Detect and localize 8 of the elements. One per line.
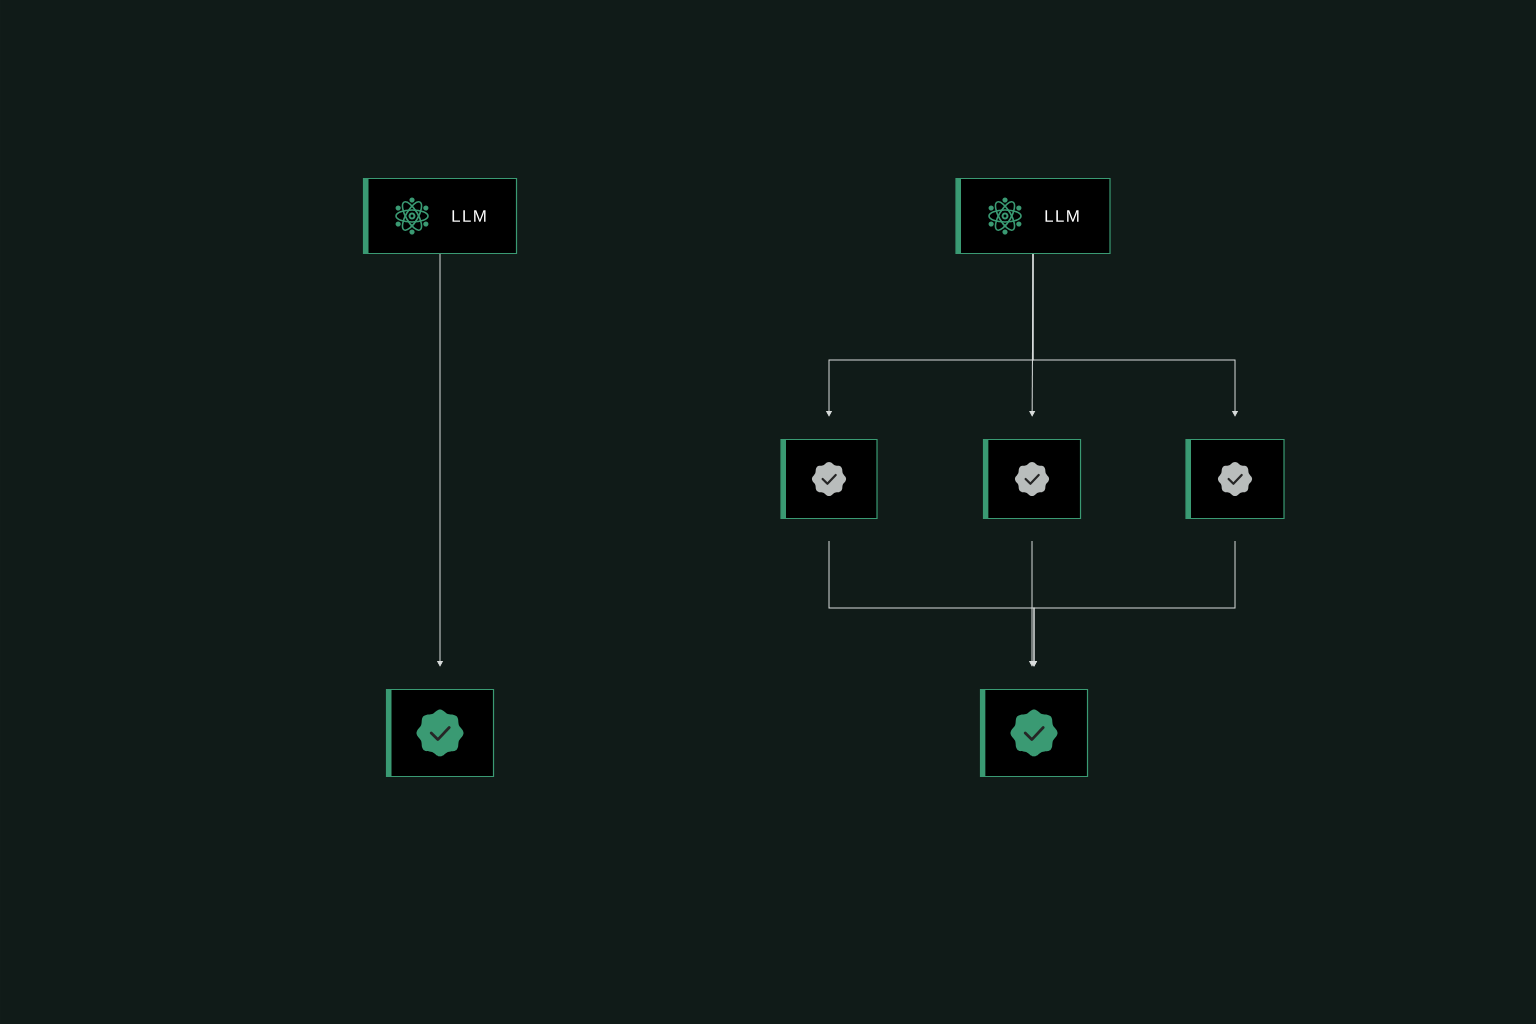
badge-box [1185,438,1285,520]
arrow [1032,253,1238,417]
llm-box: LLM [362,177,518,255]
arrow [437,253,443,667]
badge-box [982,438,1082,520]
llm-box: LLM [955,177,1111,255]
arrow [1031,540,1236,667]
arrow [1029,540,1035,667]
